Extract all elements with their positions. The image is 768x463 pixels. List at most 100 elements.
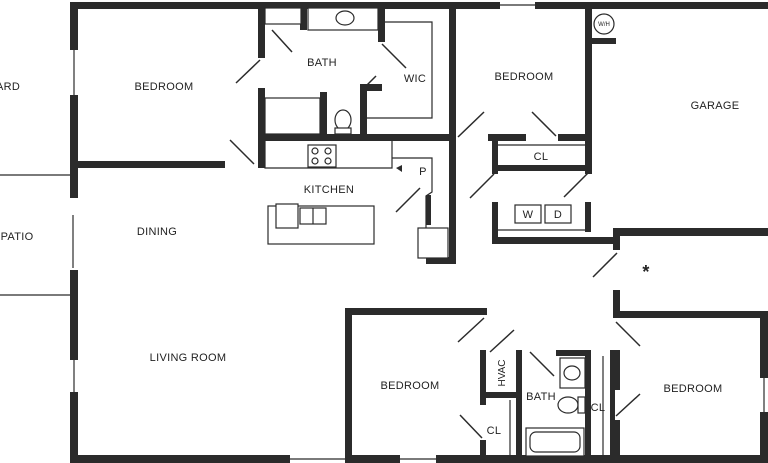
wall-laundry-right xyxy=(585,202,591,232)
wall-closet-n-top-b xyxy=(558,134,592,141)
label-closet-se: CL xyxy=(591,402,606,414)
wall-east-lower xyxy=(760,412,768,463)
wall-wh-stub xyxy=(592,38,616,44)
dryer xyxy=(544,204,572,224)
bath-s-toilet xyxy=(557,396,579,414)
door-bedroom-nw xyxy=(235,59,261,84)
door-bath-s xyxy=(529,351,555,377)
wall-laundry-bottom xyxy=(492,237,620,244)
label-closet-n: CL xyxy=(534,151,549,163)
door-bedroom-s xyxy=(457,317,485,343)
wall-pantry-side xyxy=(426,195,431,225)
wall-bedroom-se-north xyxy=(613,311,768,318)
wic-shelf xyxy=(367,21,433,119)
wall-west-upper xyxy=(70,2,78,50)
label-garage: GARAGE xyxy=(691,100,740,112)
doors xyxy=(229,29,641,439)
wall-bath-s-right xyxy=(585,350,591,463)
label-bedroom-s: BEDROOM xyxy=(381,380,440,392)
wall-west-mid xyxy=(70,95,78,198)
bath-n-toilet-tank xyxy=(334,127,352,135)
door-bedroom-n xyxy=(457,111,485,138)
wall-west-lower xyxy=(70,270,78,360)
door-garage xyxy=(592,252,618,278)
wall-bath-inner-right xyxy=(360,84,367,134)
wall-bottom-a xyxy=(70,455,290,463)
wall-bedroom-se-west-b xyxy=(613,420,620,463)
bath-s-toilet-tank xyxy=(577,396,586,414)
wall-bedroom-se-west-a xyxy=(613,350,620,390)
wall-wic-east xyxy=(449,8,456,141)
door-hall-a xyxy=(469,173,495,199)
burner-2 xyxy=(324,147,332,155)
burner-3 xyxy=(311,157,319,165)
pantry-corner xyxy=(396,165,402,172)
burner-4 xyxy=(324,157,332,165)
wall-bath-south xyxy=(258,134,456,141)
wall-east-upper xyxy=(760,318,768,378)
label-kitchen: KITCHEN xyxy=(304,184,354,196)
wall-pantry-bottom xyxy=(426,257,456,264)
wall-bedroom-s-west xyxy=(345,308,352,463)
wall-bath-s-top xyxy=(556,350,591,356)
door-bath-toilet xyxy=(365,75,377,87)
wall-bedroom-s-east-b xyxy=(480,440,486,463)
wall-bath-inner-left xyxy=(320,92,327,134)
wall-bath-divider-left xyxy=(300,8,307,30)
door-closet-se xyxy=(615,393,641,417)
washer xyxy=(514,204,542,224)
door-hall-b xyxy=(563,172,589,198)
door-closet-n-left xyxy=(531,111,557,137)
wall-bottom-c xyxy=(436,455,768,463)
wall-bedroom-nw-east-lower xyxy=(258,88,265,168)
kitchen-range xyxy=(307,144,337,168)
wall-closet-n-left xyxy=(492,134,498,174)
wall-bath-divider-right xyxy=(378,8,385,42)
wall-bath-inner-top xyxy=(360,84,382,91)
kitchen-counter-north xyxy=(264,141,393,169)
label-yard: ARD xyxy=(0,81,20,93)
label-water-heater: W/H xyxy=(598,22,610,28)
kitchen-counter-east xyxy=(392,157,433,257)
wall-bedroom-s-east-a xyxy=(480,350,486,405)
door-bath-n xyxy=(271,29,293,53)
door-closet-s xyxy=(459,414,483,439)
wall-bedroom-nw-south xyxy=(78,161,225,168)
bath-n-linen xyxy=(264,7,302,25)
label-bedroom-n: BEDROOM xyxy=(495,71,554,83)
label-wic: WIC xyxy=(404,73,426,85)
wall-west-bottom xyxy=(70,392,78,463)
wall-closet-se-right xyxy=(610,350,615,463)
kitchen-dishwasher xyxy=(275,203,299,229)
label-bedroom-nw: BEDROOM xyxy=(135,81,194,93)
label-washer: W xyxy=(523,209,534,221)
wall-closet-n-right xyxy=(585,134,592,174)
label-pantry: P xyxy=(419,166,427,178)
bath-s-sink xyxy=(563,365,581,381)
room-labels: BEDROOM BATH WIC BEDROOM W/H GARAGE CL P… xyxy=(0,22,739,437)
door-bedroom-se xyxy=(615,321,641,347)
wall-bedroom-nw-east-upper xyxy=(258,8,265,58)
label-living-room: LIVING ROOM xyxy=(150,352,227,364)
fixtures xyxy=(72,4,765,460)
wall-bedroom-se-west-top xyxy=(613,290,620,318)
wall-closet-n-top-a xyxy=(488,134,526,141)
wall-bedroom-n-east xyxy=(585,8,592,138)
bath-n-sink xyxy=(335,10,355,26)
wall-bedroom-s-north xyxy=(345,308,487,315)
burner-1 xyxy=(311,147,319,155)
label-bedroom-se: BEDROOM xyxy=(664,383,723,395)
bath-s-tub xyxy=(525,427,585,457)
wall-top-east xyxy=(535,2,768,9)
site-lines xyxy=(0,174,70,296)
label-patio: PATIO xyxy=(1,231,34,243)
door-hvac xyxy=(489,329,515,353)
wall-laundry-left xyxy=(492,202,498,242)
door-pantry xyxy=(395,187,421,213)
kitchen-fridge xyxy=(417,227,449,259)
label-bath-n: BATH xyxy=(307,57,337,69)
door-wic xyxy=(381,43,407,69)
label-hvac: HVAC xyxy=(497,359,508,386)
label-asterisk: * xyxy=(642,262,649,282)
